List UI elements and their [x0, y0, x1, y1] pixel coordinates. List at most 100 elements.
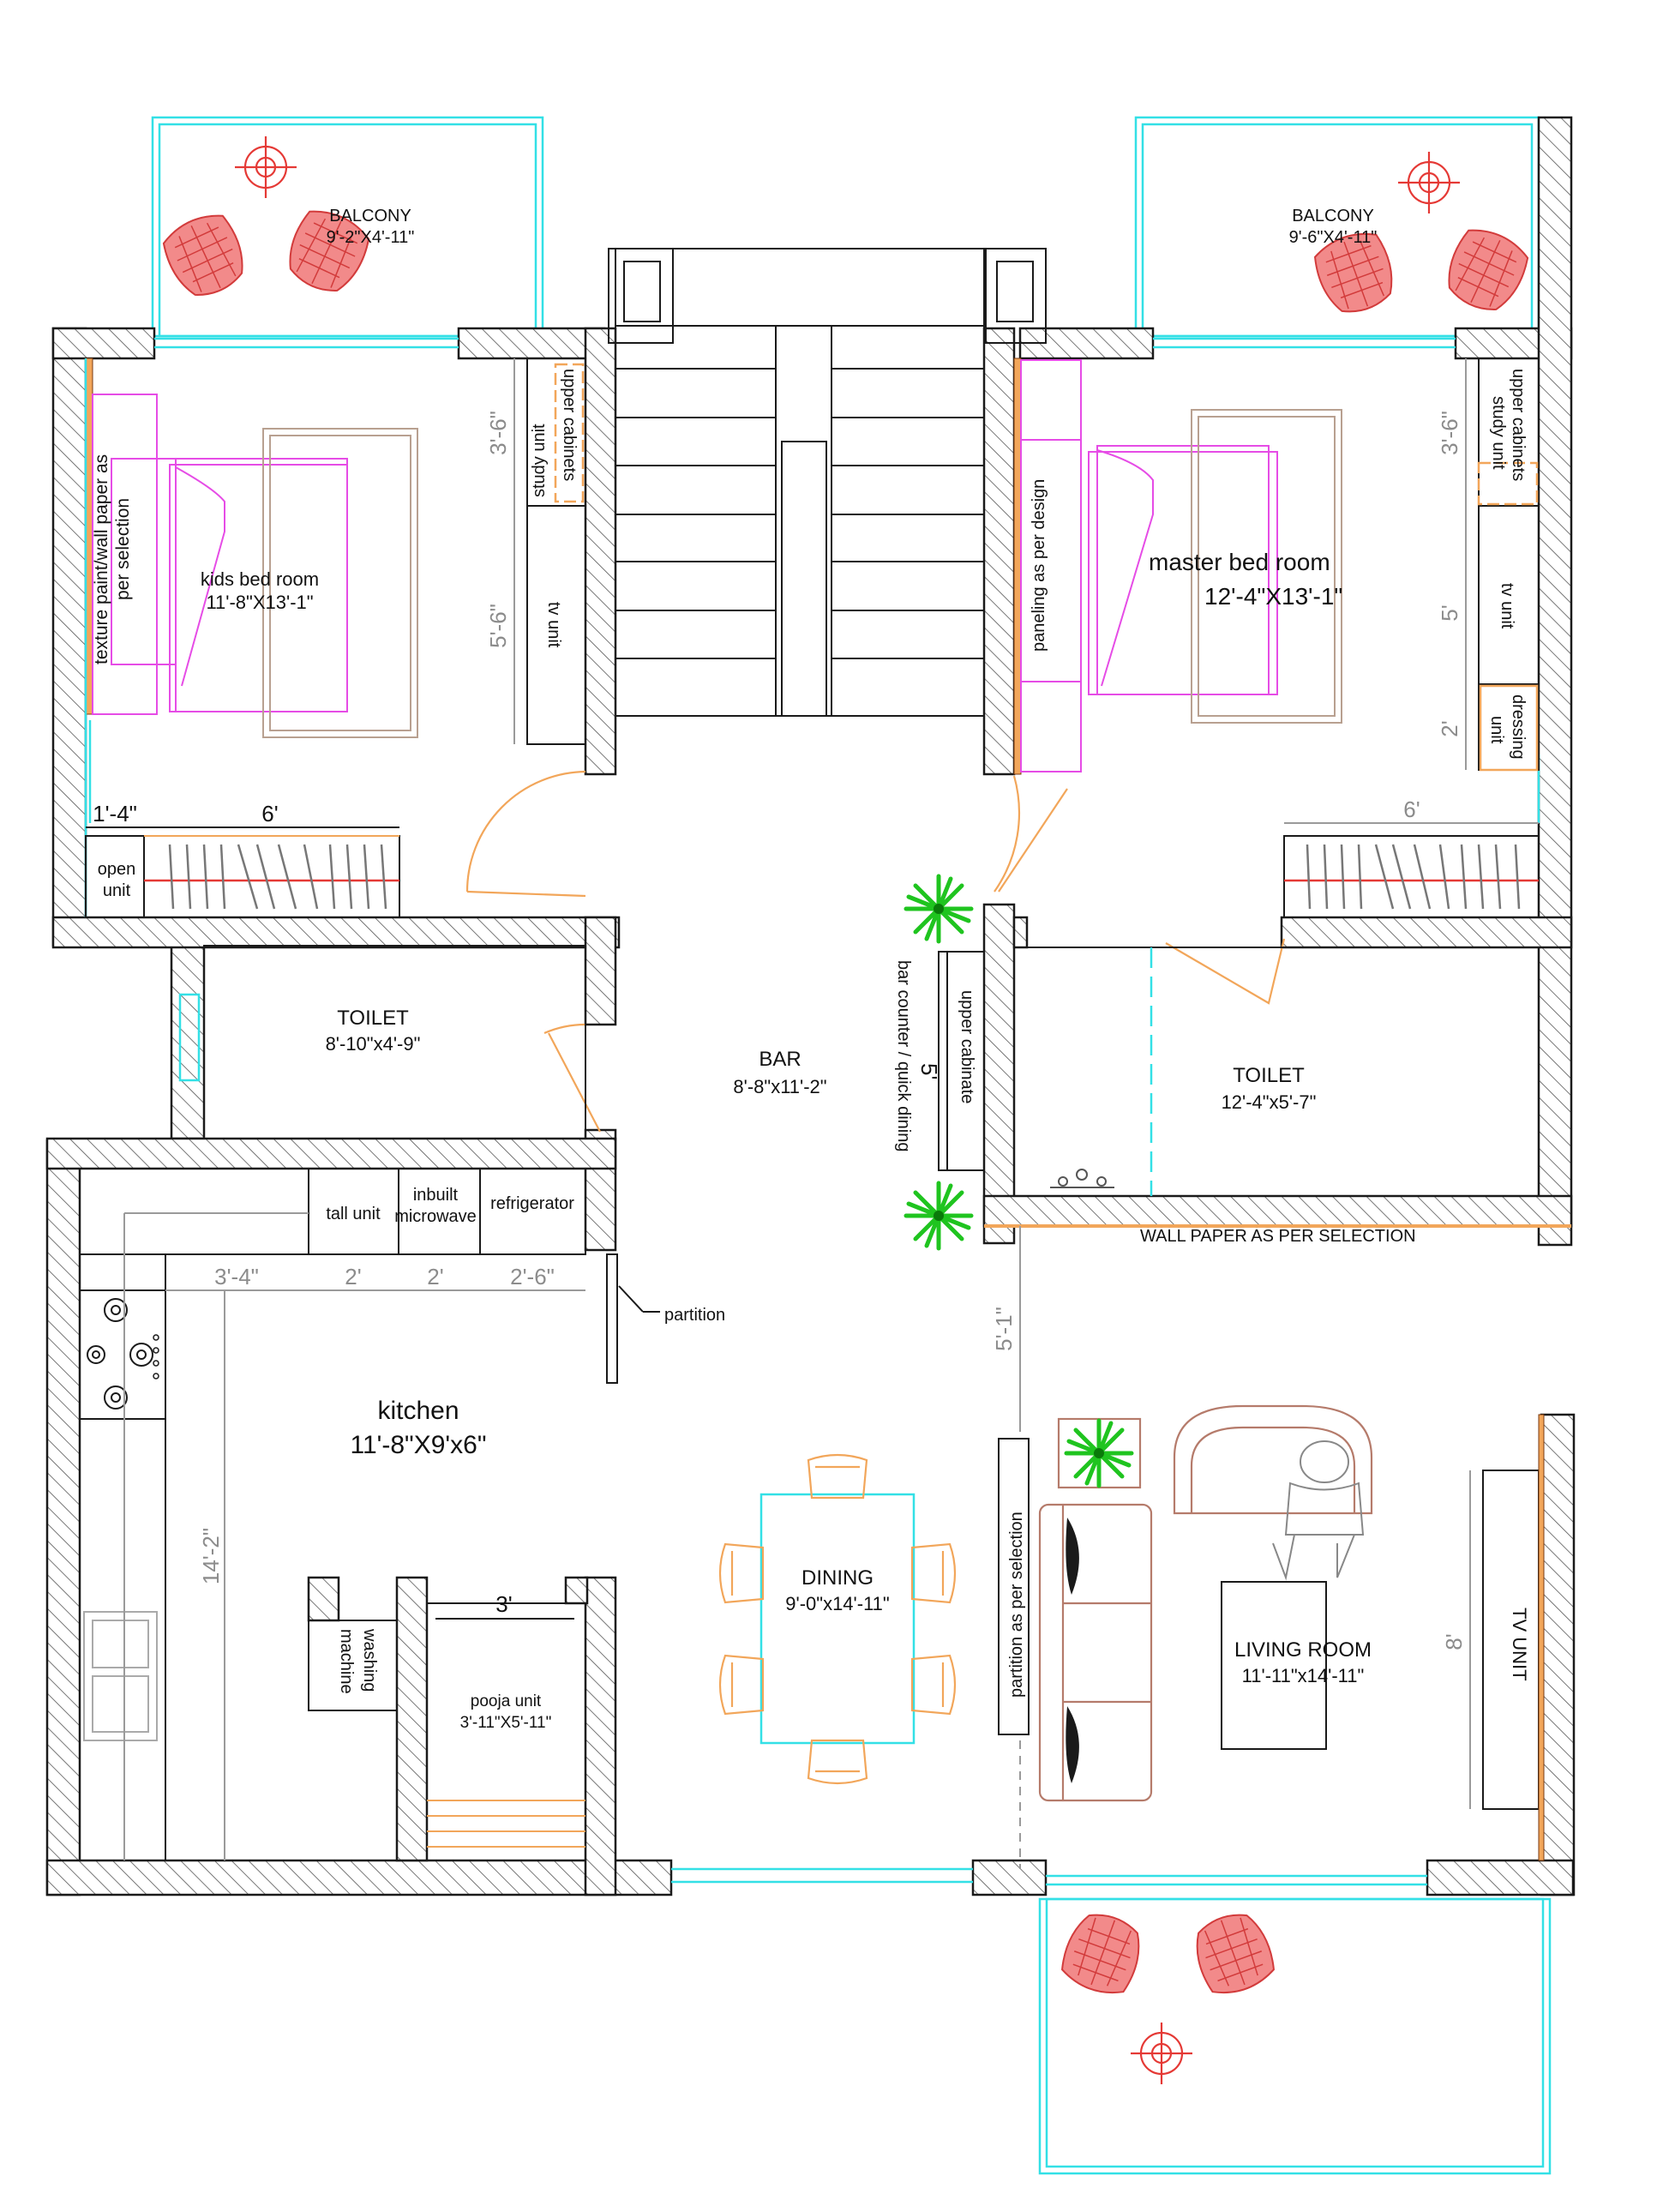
dim-living-gap: 5'-1" [991, 1307, 1017, 1351]
balcony-labels: BALCONY 9'-2"X4'-11" BALCONY 9'-6"X4'-11… [327, 207, 1378, 247]
dining-chair-icon [807, 1453, 868, 1500]
partition-label: partition [664, 1306, 725, 1325]
person-icon [1272, 1440, 1365, 1581]
microwave-label: inbuilt [413, 1186, 459, 1205]
dim-wardrobe-right: 6' [1403, 796, 1420, 822]
paneling-label: paneling as per design [1030, 479, 1048, 652]
pooja-unit-size: 3'-11"X5'-11" [460, 1714, 552, 1732]
partition-selection-label: partition as per selection [1007, 1512, 1026, 1698]
dim-bar: 5' [916, 1063, 942, 1079]
balcony-chair-icon [1437, 220, 1535, 321]
master-bedroom: paneling as per design master bed room 1… [1013, 358, 1540, 918]
upper-cabinets-label-master: upper cabinets [1509, 369, 1528, 481]
dining-chair-icon [910, 1654, 957, 1716]
tv-unit-label: tv unit [544, 602, 563, 648]
kitchen: tall unit inbuilt microwave refrigerator… [79, 1168, 725, 1861]
doors [465, 770, 1286, 1133]
refrigerator-label: refrigerator [490, 1194, 574, 1213]
study-unit-label-master: study unit [1489, 396, 1508, 470]
dim-kitchen-4: 2'-6" [510, 1264, 555, 1289]
kids-bedroom: texture paint/wall paper as per selectio… [84, 358, 586, 918]
plant-icon [1066, 1421, 1132, 1486]
balcony-chair-icon [156, 206, 255, 306]
dim-kitchen-length: 14'-2" [198, 1528, 224, 1584]
staircase [608, 248, 1047, 717]
dim-master-upper: 3'-6" [1437, 411, 1462, 455]
upper-cabinate-label: upper cabinate [958, 990, 976, 1103]
toilet-left: TOILET 8'-10"x4'-9" [203, 945, 586, 1139]
balcony-left [151, 116, 544, 338]
dim-tv-length: 8' [1441, 1633, 1467, 1650]
room-name-toilet-right: TOILET [1233, 1064, 1305, 1087]
dim-kitchen-2: 2' [345, 1264, 361, 1289]
dining-chair-icon [910, 1542, 957, 1604]
dim-pooja: 3' [495, 1591, 512, 1617]
room-size-master: 12'-4"X13'-1" [1204, 583, 1342, 610]
upper-cabinets-label: upper cabinets [560, 369, 579, 481]
dressing-unit-label: dressing [1509, 694, 1528, 760]
balcony-chair-icon [1186, 1905, 1281, 2002]
dressing-unit-label-2: unit [1487, 716, 1506, 744]
room-size-toilet-left: 8'-10"x4'-9" [326, 1033, 421, 1055]
bar-counter-label: bar counter / quick dining [894, 960, 913, 1151]
balcony-right [1134, 116, 1540, 338]
plant-pot-icon [1396, 150, 1462, 215]
dining-chair-icon [718, 1654, 765, 1716]
plant-pot-icon [1129, 2021, 1194, 2086]
study-unit-label: study unit [530, 424, 549, 497]
washing-machine-label: washing [360, 1628, 379, 1692]
bar: bar counter / quick dining upper cabinat… [733, 876, 985, 1248]
room-name-bar: BAR [759, 1048, 801, 1071]
dim-kitchen-3: 2' [427, 1264, 443, 1289]
room-size-kids: 11'-8"X13'-1" [206, 592, 313, 613]
dining: DINING 9'-0"x14'-11" [718, 1453, 957, 1785]
balcony-left-size: 9'-2"X4'-11" [327, 228, 415, 247]
walls [45, 116, 1576, 1896]
room-name-master: master bed room [1149, 549, 1330, 575]
sink-icon [83, 1611, 158, 1741]
dim-wardrobe-left: 6' [261, 801, 278, 826]
room-size-toilet-right: 12'-4"x5'-7" [1222, 1091, 1317, 1113]
texture-wall-label: texture paint/wall paper as [92, 454, 111, 664]
tall-unit-label: tall unit [326, 1205, 381, 1223]
dim-master-dressing: 2' [1437, 720, 1462, 736]
room-size-dining: 9'-0"x14'-11" [785, 1593, 889, 1614]
open-unit-label-2: unit [103, 881, 131, 900]
balcony-left-label: BALCONY [329, 207, 411, 225]
toilet-right: TOILET 12'-4"x5'-7" WALL PAPER AS PER SE… [984, 947, 1571, 1246]
pooja-unit-label: pooja unit [471, 1692, 542, 1710]
room-name-toilet-left: TOILET [337, 1007, 409, 1030]
tv-unit-label-master: tv unit [1498, 583, 1516, 629]
sofa-icon [1038, 1503, 1153, 1802]
cooktop-icon [79, 1289, 166, 1420]
microwave-label-2: microwave [394, 1207, 477, 1226]
wallpaper-label: WALL PAPER AS PER SELECTION [1140, 1227, 1416, 1246]
room-size-bar: 8'-8"x11'-2" [733, 1076, 826, 1097]
balcony-right-label: BALCONY [1292, 207, 1374, 225]
dim-open-width: 1'-4" [93, 801, 137, 826]
dining-chair-icon [718, 1542, 765, 1604]
dim-master-tv: 5' [1437, 604, 1462, 621]
plant-icon [906, 1183, 971, 1248]
dining-chair-icon [807, 1739, 868, 1785]
room-size-kitchen: 11'-8"X9'x6" [351, 1431, 487, 1459]
plant-icon [906, 876, 971, 941]
open-unit-label: open [98, 860, 136, 879]
washing-machine-label-2: machine [337, 1629, 356, 1694]
room-name-living: LIVING ROOM [1234, 1638, 1372, 1662]
plant-pot-icon [233, 135, 298, 200]
balcony-chair-icon [1055, 1905, 1150, 2002]
room-name-kids: kids bed room [201, 568, 319, 590]
living-room: 5'-1" partition as per selection [991, 1226, 1545, 1869]
balcony-bottom [1038, 1897, 1552, 2175]
dim-kids-tv: 5'-6" [485, 604, 511, 648]
dim-kids-upper: 3'-6" [485, 411, 511, 455]
texture-wall-label-2: per selection [113, 498, 133, 600]
armchair-icon [1173, 1404, 1373, 1515]
room-size-living: 11'-11"x14'-11" [1242, 1665, 1365, 1686]
room-name-dining: DINING [801, 1566, 874, 1590]
windows [88, 337, 1540, 1886]
dim-kitchen-1: 3'-4" [214, 1264, 259, 1289]
balcony-right-size: 9'-6"X4'-11" [1289, 228, 1378, 247]
